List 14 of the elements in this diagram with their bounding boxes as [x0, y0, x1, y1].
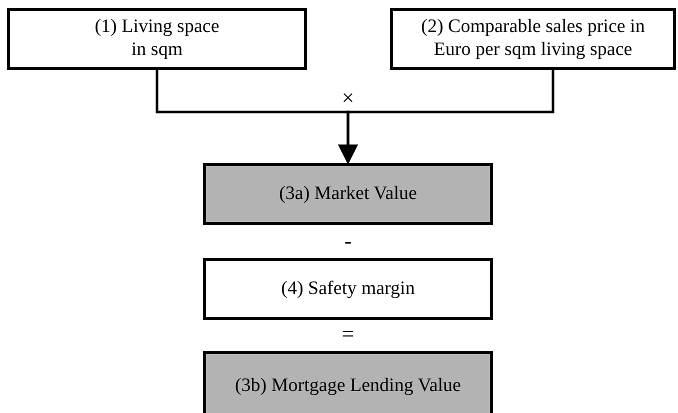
operator-symbol: - — [344, 230, 352, 252]
process-box — [203, 163, 493, 225]
box-text: (2) Comparable sales price in Euro per sqm living space — [420, 16, 646, 62]
process-box — [203, 351, 493, 413]
connector-arrow — [338, 70, 554, 164]
process-box — [203, 258, 493, 320]
process-box — [390, 8, 676, 70]
box-text: (1) Living space in sqm — [94, 16, 220, 62]
process-box — [7, 8, 307, 70]
operator-symbol: = — [342, 323, 354, 345]
box-text: (4) Safety margin — [281, 278, 415, 300]
box-text: (3b) Mortgage Lending Value — [234, 374, 461, 398]
box-text: (3a) Market Value — [279, 182, 417, 206]
operator-symbol: × — [342, 87, 354, 109]
